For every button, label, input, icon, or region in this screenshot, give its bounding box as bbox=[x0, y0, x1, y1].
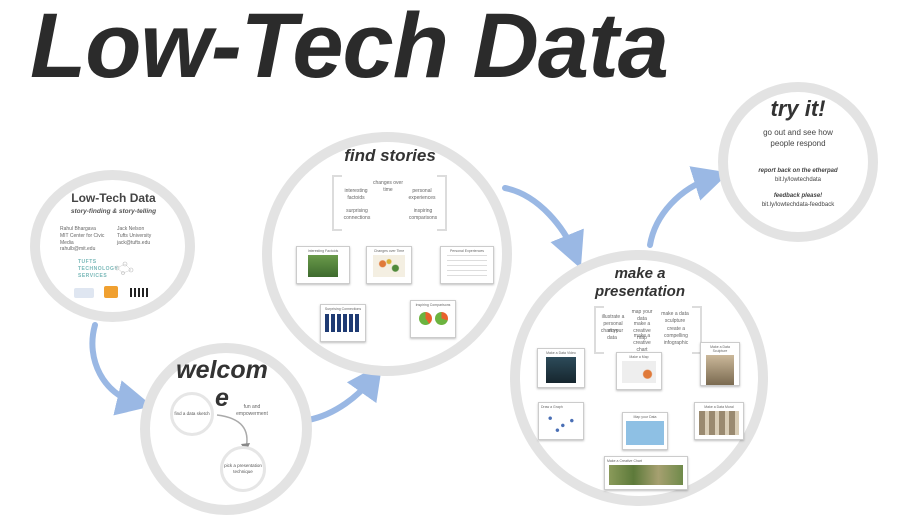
present-thumb-7-label: Make a Creative Chart bbox=[607, 459, 643, 463]
present-term-7: make a creative chart bbox=[633, 333, 651, 353]
present-term-3: illustrate a personal story bbox=[601, 314, 625, 334]
find-bracket-left bbox=[332, 175, 342, 231]
find-thumb-5-image bbox=[415, 310, 451, 328]
find-bracket-right bbox=[437, 175, 447, 231]
find-thumb-4-image bbox=[325, 314, 361, 332]
find-thumb-1-image bbox=[308, 255, 338, 277]
welcome-step-2-label: pick a presentation technique bbox=[224, 463, 262, 474]
find-thumb-2-label: Changes over Time bbox=[373, 249, 405, 253]
find-term-4: surprising connections bbox=[343, 208, 371, 221]
present-thumb-3-label: Make a Data Sculpture bbox=[710, 345, 730, 353]
welcome-arrow-label: fun and empowerment bbox=[236, 404, 268, 417]
logo-civic bbox=[74, 288, 94, 298]
present-thumb-2[interactable]: Make a Map bbox=[616, 352, 662, 390]
present-term-1: map your data bbox=[631, 309, 653, 322]
present-thumb-5-image bbox=[626, 421, 664, 445]
pie-chart-1 bbox=[419, 312, 432, 325]
present-thumb-2-image bbox=[622, 361, 656, 383]
intro-heading: Low-Tech Data bbox=[71, 191, 156, 205]
person1-name: Rahul Bhargava bbox=[60, 226, 96, 232]
present-thumb-5-label: Map your Data bbox=[633, 415, 657, 419]
find-thumb-1-label: Interesting Factoids bbox=[307, 249, 339, 253]
welcome-circle[interactable] bbox=[140, 343, 312, 515]
presentation-title-line2: presentation bbox=[594, 283, 685, 300]
find-term-2: interesting factoids bbox=[344, 188, 368, 201]
intro-subheading: story-finding & story-telling bbox=[70, 208, 157, 215]
arrow-welcome-to-find bbox=[305, 363, 383, 423]
try-report-label: report back on the etherpad bbox=[758, 168, 838, 174]
presentation-title-line1: make a bbox=[614, 265, 666, 282]
find-thumb-3-label: Personal Experiences bbox=[449, 249, 485, 253]
arrow-intro-to-welcome bbox=[89, 322, 153, 416]
tufts-logo: TUFTS TECHNOLOGY SERVICES bbox=[78, 259, 119, 279]
welcome-step-1-label: find a data sketch bbox=[174, 411, 210, 417]
try-it-circle[interactable] bbox=[718, 82, 878, 242]
present-thumb-1-image bbox=[546, 357, 576, 383]
present-thumb-6-image bbox=[699, 411, 739, 435]
pie-chart-2 bbox=[435, 312, 448, 325]
find-thumb-4-label: Surprising Connections bbox=[324, 307, 362, 311]
present-term-5: create a compelling infographic bbox=[663, 326, 689, 346]
arrow-present-to-try bbox=[647, 166, 730, 248]
present-bracket-left bbox=[594, 306, 604, 354]
logo-orange bbox=[104, 286, 118, 298]
present-thumb-7-image bbox=[609, 465, 683, 485]
present-thumb-4-label: Draw a Graph bbox=[541, 405, 563, 409]
present-thumb-5[interactable]: Map your Data bbox=[622, 412, 668, 450]
person2-email: jack@tufts.edu bbox=[117, 239, 151, 246]
present-term-2: make a data sculpture bbox=[661, 311, 689, 324]
find-thumb-2-image bbox=[373, 255, 405, 277]
welcome-title-line2: e bbox=[215, 384, 229, 412]
find-term-1: changes over time bbox=[372, 180, 404, 193]
present-term-6: chart your data bbox=[600, 328, 624, 341]
try-line-2: people respond bbox=[770, 139, 826, 148]
try-feedback-label: feedback please! bbox=[773, 193, 823, 199]
present-thumb-4[interactable]: Draw a Graph bbox=[538, 402, 584, 440]
present-bracket-right bbox=[692, 306, 702, 354]
person1-email: rahulb@mit.edu bbox=[60, 246, 96, 253]
present-thumb-7[interactable]: Make a Creative Chart bbox=[604, 456, 688, 490]
intro-person-1: Rahul Bhargava MIT Center for Civic Medi… bbox=[60, 226, 115, 253]
present-thumb-1[interactable]: Make a Data Video bbox=[537, 348, 585, 388]
intro-person-2: Jack Nelson Tufts University jack@tufts.… bbox=[117, 226, 172, 246]
person1-org: MIT Center for Civic Media bbox=[60, 232, 105, 246]
find-stories-title: find stories bbox=[344, 146, 436, 165]
find-thumb-4[interactable]: Surprising Connections bbox=[320, 304, 366, 342]
find-thumb-5[interactable]: Inspiring Comparisons bbox=[410, 300, 456, 338]
logo-checker bbox=[130, 288, 150, 297]
find-thumb-2[interactable]: Changes over Time bbox=[366, 246, 412, 284]
try-line-1: go out and see how bbox=[763, 128, 833, 137]
present-thumb-3[interactable]: Make a Data Sculpture bbox=[700, 342, 740, 386]
present-thumb-2-label: Make a Map bbox=[629, 355, 649, 359]
find-thumb-3[interactable]: Personal Experiences bbox=[440, 246, 494, 284]
try-it-title: try it! bbox=[770, 96, 826, 121]
person2-org: Tufts University bbox=[117, 232, 152, 239]
try-feedback-link[interactable]: bit.ly/lowtechdata-feedback bbox=[761, 202, 835, 208]
try-report-link[interactable]: bit.ly/lowtechdata bbox=[774, 177, 822, 183]
welcome-step-1[interactable]: find a data sketch bbox=[170, 392, 214, 436]
present-thumb-6[interactable]: Make a Data Mural bbox=[694, 402, 744, 440]
welcome-step-2[interactable]: pick a presentation technique bbox=[220, 446, 266, 492]
welcome-title-line1: welcom bbox=[176, 356, 268, 384]
main-title: Low-Tech Data bbox=[30, 0, 669, 97]
person2-name: Jack Nelson bbox=[117, 226, 145, 232]
find-thumb-5-label: Inspiring Comparisons bbox=[415, 303, 451, 307]
present-thumb-6-label: Make a Data Mural bbox=[704, 405, 734, 409]
network-icon bbox=[114, 261, 134, 275]
find-thumb-1[interactable]: Interesting Factoids bbox=[296, 246, 350, 284]
find-thumb-3-image bbox=[447, 255, 487, 277]
find-term-5: inspiring comparisons bbox=[408, 208, 438, 221]
present-thumb-1-label: Make a Data Video bbox=[546, 351, 576, 355]
find-term-3: personal experiences bbox=[408, 188, 436, 201]
present-term-4: make a creative map bbox=[633, 321, 651, 341]
present-thumb-4-image bbox=[543, 411, 579, 435]
arrow-find-to-present bbox=[502, 185, 584, 269]
present-thumb-3-image bbox=[706, 355, 734, 385]
